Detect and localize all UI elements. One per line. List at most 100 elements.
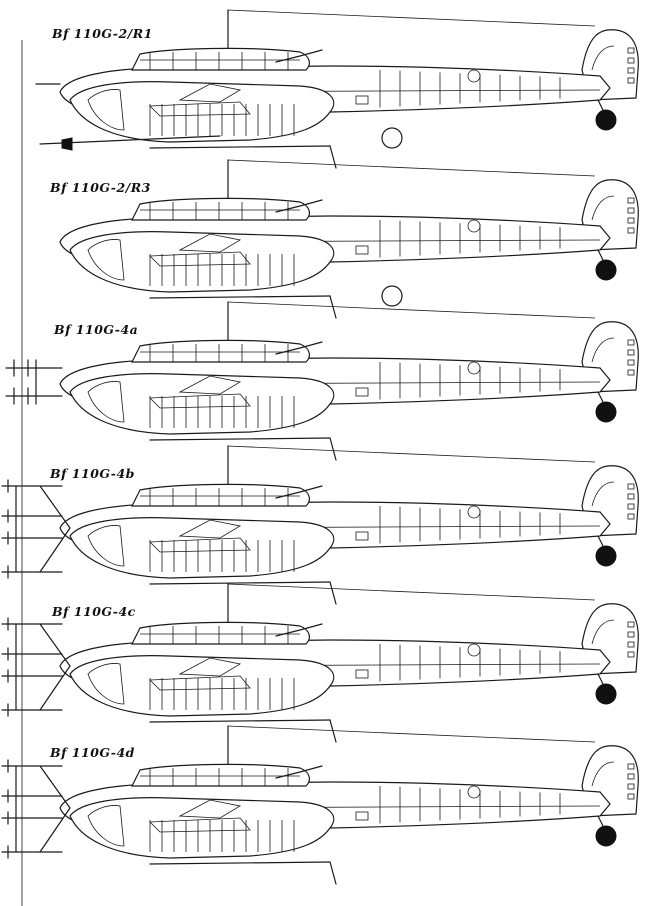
wing-underside <box>149 719 331 723</box>
exhaust-shroud <box>149 393 251 409</box>
fin-hinge <box>627 339 635 346</box>
fin-hinge <box>627 651 635 658</box>
fin-hinge <box>627 227 635 234</box>
antenna-strut-upper <box>39 623 71 667</box>
antenna-strut-lower <box>39 807 71 853</box>
exhaust-shroud <box>149 251 251 267</box>
pitot-mast <box>329 861 337 885</box>
aerial-wire <box>227 9 596 27</box>
fin-hinge <box>627 349 635 356</box>
wing-underside <box>149 437 331 441</box>
variant-label-g4a: Bf 110G-4a <box>54 322 139 337</box>
access-hatch <box>355 811 369 821</box>
fin-hinge <box>627 783 635 790</box>
canopy <box>131 483 310 507</box>
antenna-strut-upper <box>39 765 71 809</box>
wing-underside <box>149 861 331 865</box>
aircraft-profile <box>1 725 639 885</box>
canopy <box>131 339 310 363</box>
exhaust-shroud <box>149 817 251 833</box>
aircraft-profile <box>35 9 639 169</box>
rudder-line <box>591 761 615 787</box>
fin-hinge <box>627 77 635 84</box>
rudder-line <box>591 337 615 363</box>
rudder-line <box>591 195 615 221</box>
spinner <box>87 805 125 847</box>
pitot-mast <box>329 719 337 743</box>
variant-label-g4b: Bf 110G-4b <box>50 466 135 481</box>
aerial-wire <box>227 725 596 743</box>
exhaust-shroud <box>149 101 251 117</box>
spinner <box>87 663 125 705</box>
fin-hinge <box>627 369 635 376</box>
pitot-mast <box>329 581 337 605</box>
spinner <box>87 525 125 567</box>
fin-hinge <box>627 513 635 520</box>
drop-tank <box>381 127 403 149</box>
variant-label-g2-r3: Bf 110G-2/R3 <box>50 180 151 195</box>
rear-gun <box>275 199 323 213</box>
rear-gun <box>275 765 323 779</box>
engine-nacelle <box>69 797 335 859</box>
fin-hinge <box>627 47 635 54</box>
fin-hinge <box>627 621 635 628</box>
propeller-blade <box>178 519 242 539</box>
rudder-line <box>591 619 615 645</box>
spinner <box>87 89 125 131</box>
fuselage-roundel <box>467 69 481 83</box>
propeller-blade <box>178 233 242 253</box>
spinner <box>87 381 125 423</box>
aerial-wire <box>227 159 596 177</box>
fin-hinge <box>627 57 635 64</box>
canopy <box>131 763 310 787</box>
variant-label-g4c: Bf 110G-4c <box>52 604 136 619</box>
fin-hinge <box>627 207 635 214</box>
engine-nacelle <box>69 373 335 435</box>
access-hatch <box>355 95 369 105</box>
propeller-blade <box>178 657 242 677</box>
engine-nacelle <box>69 655 335 717</box>
fin-hinge <box>627 793 635 800</box>
rudder-line <box>591 481 615 507</box>
rear-gun <box>275 49 323 63</box>
fin-hinge <box>627 197 635 204</box>
fin-hinge <box>627 67 635 74</box>
drop-tank <box>381 285 403 307</box>
access-hatch <box>355 387 369 397</box>
rear-gun <box>275 623 323 637</box>
antenna-strut-upper <box>39 485 71 529</box>
aircraft-profile <box>1 445 639 605</box>
muzzle-brake <box>61 137 73 151</box>
access-hatch <box>355 669 369 679</box>
tailwheel <box>595 825 617 847</box>
wing-underside <box>149 581 331 585</box>
exhaust-shroud <box>149 675 251 691</box>
canopy <box>131 47 310 71</box>
rear-gun <box>275 485 323 499</box>
canopy <box>131 621 310 645</box>
tailwheel <box>595 259 617 281</box>
fin-hinge <box>627 493 635 500</box>
tailwheel <box>595 109 617 131</box>
wing-underside <box>149 295 331 299</box>
tailwheel <box>595 401 617 423</box>
fin-hinge <box>627 483 635 490</box>
propeller-blade <box>178 799 242 819</box>
fin-hinge <box>627 503 635 510</box>
variant-label-g2-r1: Bf 110G-2/R1 <box>52 26 153 41</box>
aircraft-profile <box>5 301 639 461</box>
pitot-mast <box>329 295 337 319</box>
fin-hinge <box>627 641 635 648</box>
aerial-wire <box>227 301 596 319</box>
rear-gun <box>275 341 323 355</box>
aircraft-profile <box>59 159 639 319</box>
tailwheel <box>595 683 617 705</box>
fuselage-roundel <box>467 643 481 657</box>
fin-hinge <box>627 217 635 224</box>
fin-hinge <box>627 631 635 638</box>
fuselage-roundel <box>467 785 481 799</box>
antenna-strut-lower <box>39 527 71 573</box>
exhaust-shroud <box>149 537 251 553</box>
